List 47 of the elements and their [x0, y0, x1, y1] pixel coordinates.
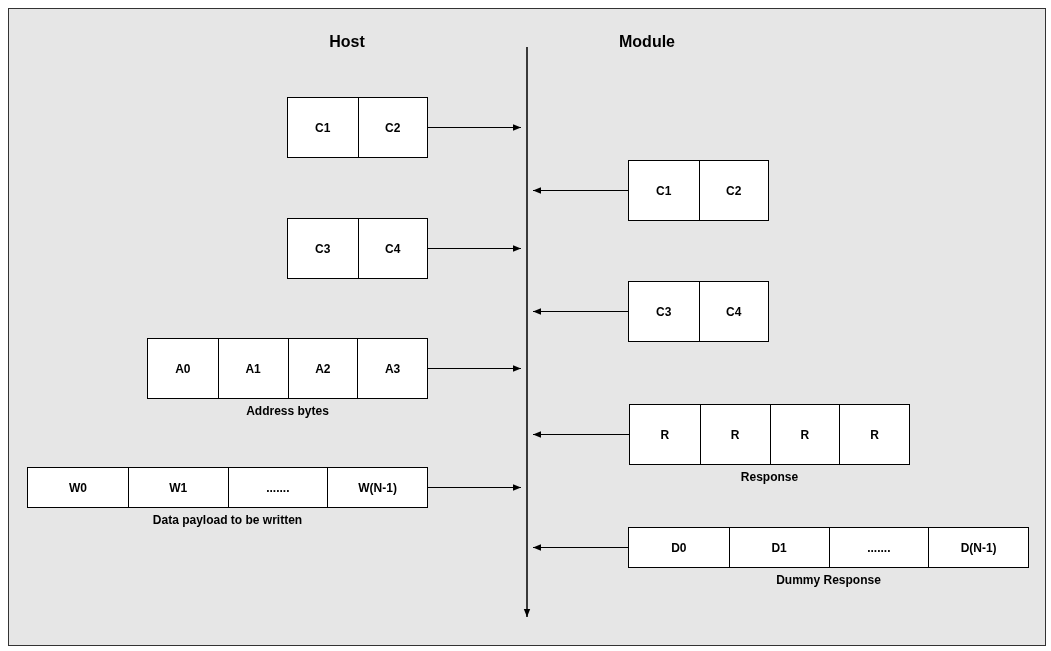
packet-frame [287, 97, 428, 158]
byte-field: C2 [357, 98, 427, 157]
byte-field: W0 [28, 468, 128, 507]
byte-field: C3 [288, 219, 358, 278]
arrow [427, 484, 522, 491]
packet-caption: Data payload to be written [152, 513, 303, 527]
byte-field: C4 [698, 282, 768, 341]
arrow [427, 365, 522, 372]
byte-field: R [839, 405, 909, 464]
packet-frame [628, 527, 1029, 568]
lifeline [523, 46, 531, 618]
byte-field: W(N-1) [327, 468, 427, 507]
byte-field: C1 [288, 98, 358, 157]
byte-field: A3 [357, 339, 427, 398]
arrow [532, 544, 629, 551]
arrow [532, 187, 629, 194]
arrow [532, 431, 630, 438]
byte-field: R [699, 405, 770, 464]
byte-field: R [769, 405, 840, 464]
byte-field: W1 [127, 468, 228, 507]
byte-field: A0 [148, 339, 218, 398]
column-heading: Host [329, 33, 365, 51]
byte-field: A1 [217, 339, 288, 398]
packet-frame [628, 160, 769, 221]
arrow [427, 124, 522, 131]
byte-field: A2 [287, 339, 358, 398]
byte-field: R [630, 405, 700, 464]
packet-caption: Address bytes [246, 404, 329, 418]
arrow [427, 245, 522, 252]
column-heading: Module [619, 33, 675, 51]
byte-field: D1 [728, 528, 829, 567]
packet-caption: Dummy Response [776, 573, 881, 587]
packet-frame [147, 338, 428, 399]
byte-field: C4 [357, 219, 427, 278]
packet-frame [27, 467, 428, 508]
packet-frame [287, 218, 428, 279]
byte-field: C2 [698, 161, 768, 220]
byte-field: D(N-1) [928, 528, 1028, 567]
byte-field: C1 [629, 161, 699, 220]
packet-caption: Response [740, 470, 799, 484]
byte-field: ....... [227, 468, 328, 507]
byte-field: ....... [828, 528, 929, 567]
arrow [532, 308, 629, 315]
packet-frame [629, 404, 910, 465]
byte-field: D0 [629, 528, 729, 567]
byte-field: C3 [629, 282, 699, 341]
packet-frame [628, 281, 769, 342]
